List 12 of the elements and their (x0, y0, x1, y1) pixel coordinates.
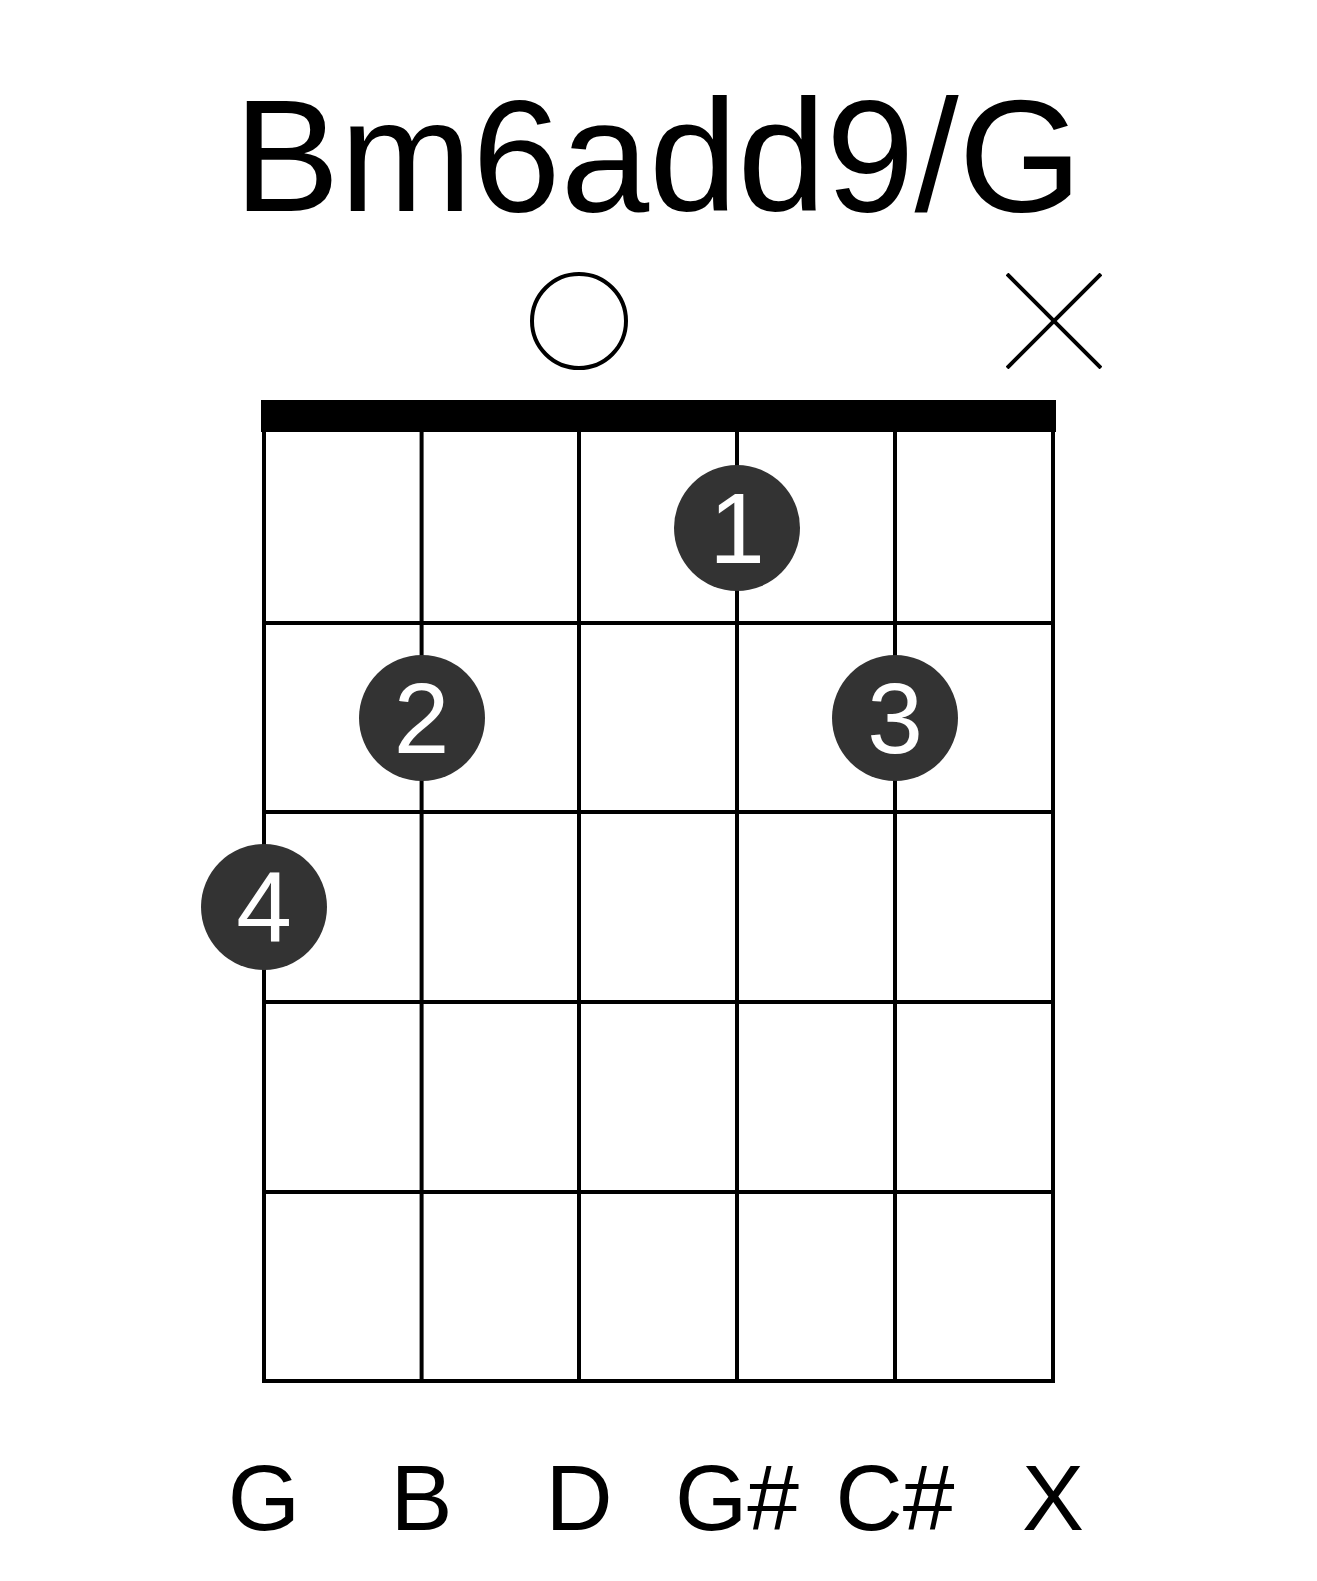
string-note-label: G (227, 1452, 301, 1545)
finger-number-dot: 4 (201, 844, 327, 970)
finger-number-dot: 3 (832, 655, 958, 781)
string-note-label: G# (674, 1452, 800, 1545)
finger-number-dot: 1 (674, 465, 800, 591)
finger-number-dot: 2 (358, 655, 485, 781)
muted-string-cross (1006, 273, 1102, 369)
string-note-label: C# (835, 1452, 955, 1545)
string-note-label: D (545, 1452, 613, 1545)
string-note-label: B (390, 1452, 453, 1545)
chord-title: Bm6add9/G (233, 77, 1083, 236)
string-note-label: X (1022, 1452, 1084, 1545)
